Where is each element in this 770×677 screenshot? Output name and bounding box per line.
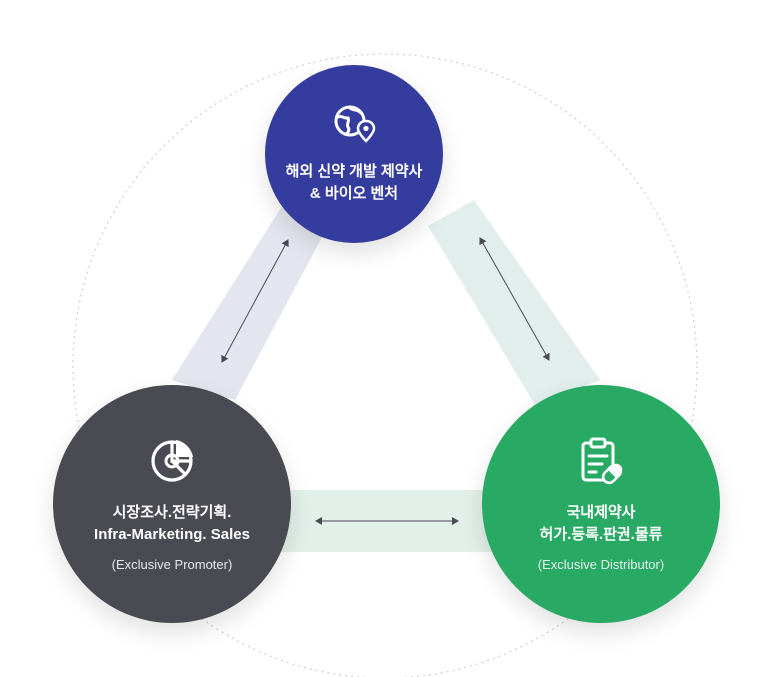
arrow-top-left: [221, 239, 289, 363]
node-subtitle: (Exclusive Promoter): [111, 557, 233, 572]
node-title-line2: & 바이오 벤처: [309, 185, 399, 202]
pie-chart-icon: [151, 440, 193, 482]
node-title-line1: 해외 신약 개발 제약사: [285, 163, 423, 180]
connector-band-top-right: [428, 200, 600, 405]
node-title-line2: 허가.등록.판권.물류: [539, 526, 663, 543]
node-promoter: 시장조사.전략기획. Infra-Marketing. Sales (Exclu…: [53, 385, 291, 623]
node-distributor: 국내제약사 허가.등록.판권.물류 (Exclusive Distributor…: [482, 385, 720, 623]
connector-band-top-left: [172, 200, 328, 400]
node-overseas-pharma: 해외 신약 개발 제약사 & 바이오 벤처: [265, 65, 443, 243]
node-title-line2: Infra-Marketing. Sales: [94, 526, 250, 543]
node-title-line1: 시장조사.전략기획.: [112, 504, 232, 521]
arrow-top-right: [479, 237, 550, 361]
node-title-line1: 국내제약사: [566, 504, 636, 521]
clipboard-pill-icon: [581, 437, 623, 485]
background-dotted-circle: [72, 53, 698, 677]
globe-location-icon: [334, 105, 376, 143]
node-subtitle: (Exclusive Distributor): [537, 557, 665, 572]
